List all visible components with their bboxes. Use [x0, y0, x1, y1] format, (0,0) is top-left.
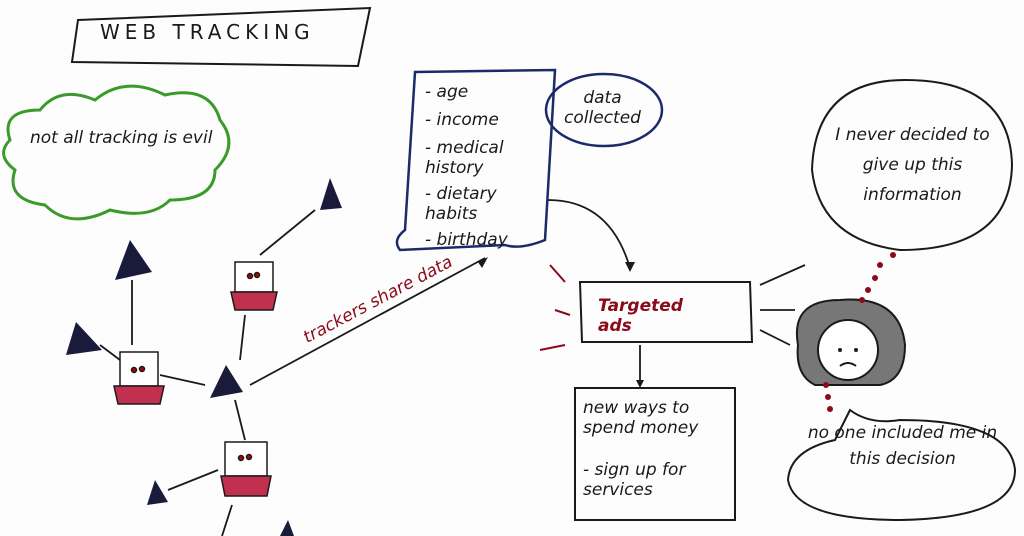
data-collected-label: data collected: [564, 88, 641, 128]
person-icon: [795, 298, 907, 386]
emphasis-marks: [539, 264, 571, 351]
list-item: - income: [425, 110, 499, 130]
speech-bottom-text: no one included me in this decision: [807, 423, 998, 469]
title-box: [70, 6, 372, 68]
thought-dots: [823, 252, 896, 412]
list-item: - age: [425, 82, 469, 102]
speech-bubble-top: [810, 78, 1014, 252]
page-title: WEB TRACKING: [100, 20, 315, 44]
cloud-note: not all tracking is evil: [30, 128, 213, 148]
list-item: - medical history: [425, 138, 504, 178]
speech-top-text: I never decided to give up this informat…: [835, 125, 990, 205]
cloud-shape: [2, 84, 231, 221]
outcome-item: - sign up for services: [583, 460, 686, 500]
outcome-item: new ways to spend money: [583, 398, 699, 438]
arrowhead: [636, 380, 644, 388]
arrowhead: [625, 262, 635, 272]
outcomes-box: [574, 387, 736, 521]
network-lines: [99, 199, 806, 536]
speech-bubble-bottom: [786, 408, 1017, 522]
list-item: - dietary habits: [425, 184, 497, 224]
data-list: - age - income - medical history - dieta…: [425, 82, 545, 250]
targeted-ads-label: Targeted ads: [598, 296, 683, 336]
arrowhead: [478, 257, 488, 268]
data-collected-oval: [544, 72, 664, 148]
list-item: - birthday: [425, 230, 508, 250]
scroll-shape: [395, 68, 557, 252]
laptop-icons: [113, 261, 278, 497]
targeted-ads-box: [578, 281, 754, 343]
tracker-triangles: [66, 178, 342, 536]
